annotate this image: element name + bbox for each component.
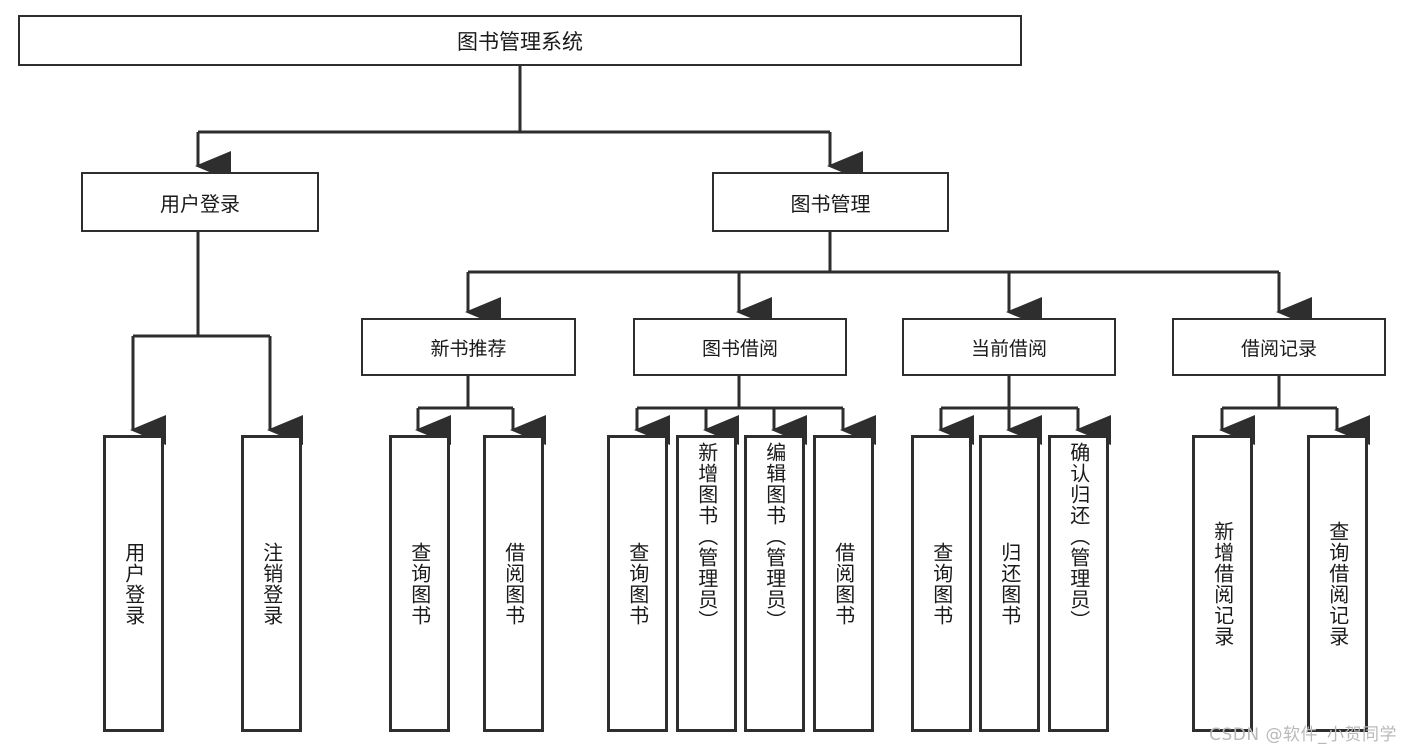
leaf-edit-book-admin-label: 编辑图书（管理员） [762, 442, 787, 631]
node-root[interactable]: 图书管理系统 [18, 15, 1022, 66]
node-new-book-recommend-label: 新书推荐 [430, 337, 507, 360]
node-user-login[interactable]: 用户登录 [81, 172, 319, 232]
node-book-borrow[interactable]: 图书借阅 [633, 318, 847, 376]
leaf-borrow-book[interactable]: 借阅图书 [813, 435, 874, 732]
leaf-query-book-recommend[interactable]: 查询图书 [389, 435, 450, 732]
leaf-return-book-label: 归还图书 [997, 541, 1022, 626]
leaf-add-book-admin-label: 新增图书（管理员） [694, 442, 719, 631]
node-new-book-recommend[interactable]: 新书推荐 [361, 318, 576, 376]
node-root-label: 图书管理系统 [457, 29, 583, 54]
leaf-confirm-return-admin-label: 确认归还（管理员） [1066, 442, 1091, 631]
leaf-add-borrow-record[interactable]: 新增借阅记录 [1192, 435, 1253, 732]
leaf-query-book-current[interactable]: 查询图书 [911, 435, 972, 732]
leaf-edit-book-admin[interactable]: 编辑图书（管理员） [744, 435, 805, 732]
leaf-query-borrow-record-label: 查询借阅记录 [1325, 520, 1350, 647]
leaf-return-book[interactable]: 归还图书 [979, 435, 1040, 732]
node-user-login-label: 用户登录 [160, 191, 240, 216]
leaf-borrow-book-recommend[interactable]: 借阅图书 [483, 435, 544, 732]
leaf-confirm-return-admin[interactable]: 确认归还（管理员） [1048, 435, 1109, 732]
leaf-borrow-book-recommend-label: 借阅图书 [501, 541, 526, 626]
leaf-query-book-current-label: 查询图书 [929, 541, 954, 626]
leaf-logout-label: 注销登录 [259, 541, 284, 626]
leaf-add-book-admin[interactable]: 新增图书（管理员） [676, 435, 737, 732]
leaf-query-book-borrow[interactable]: 查询图书 [607, 435, 668, 732]
node-borrow-record[interactable]: 借阅记录 [1172, 318, 1386, 376]
leaf-query-book-recommend-label: 查询图书 [407, 541, 432, 626]
node-borrow-record-label: 借阅记录 [1240, 337, 1317, 360]
leaf-borrow-book-label: 借阅图书 [831, 541, 856, 626]
node-book-management-label: 图书管理 [790, 191, 871, 216]
leaf-logout[interactable]: 注销登录 [241, 435, 302, 732]
leaf-user-login-label: 用户登录 [121, 541, 146, 626]
leaf-add-borrow-record-label: 新增借阅记录 [1210, 520, 1235, 647]
node-current-borrow[interactable]: 当前借阅 [902, 318, 1116, 376]
node-book-management[interactable]: 图书管理 [712, 172, 949, 232]
node-current-borrow-label: 当前借阅 [970, 337, 1047, 360]
leaf-user-login[interactable]: 用户登录 [103, 435, 164, 732]
node-book-borrow-label: 图书借阅 [701, 337, 778, 360]
leaf-query-borrow-record[interactable]: 查询借阅记录 [1307, 435, 1368, 732]
leaf-query-book-borrow-label: 查询图书 [625, 541, 650, 626]
watermark: CSDN @软件_小贺同学 [1209, 725, 1397, 745]
